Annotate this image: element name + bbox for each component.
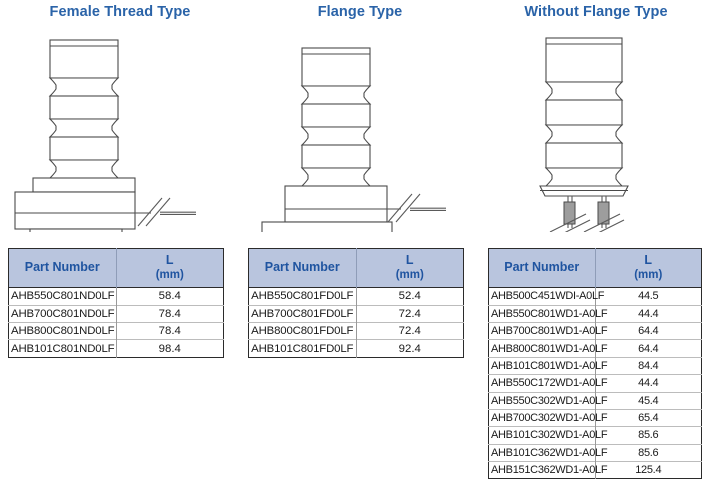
table-row: AHB800C801FD0LF 72.4 — [248, 322, 464, 340]
header-length: L (mm) — [356, 248, 464, 288]
table-row: AHB800C801WD1-A0LF 64.4 — [488, 339, 702, 358]
cell-length: 85.6 — [594, 426, 702, 445]
cell-length: 85.6 — [594, 443, 702, 462]
cell-part-number: AHB151C362WD1-A0LF — [488, 461, 608, 479]
cell-length: 52.4 — [355, 287, 464, 306]
header-length-main: L — [405, 253, 414, 267]
cell-length: 45.4 — [594, 391, 702, 410]
cell-length: 78.4 — [115, 304, 224, 323]
female-thread-type-diagram — [0, 32, 240, 237]
cell-part-number: AHB550C172WD1-A0LF — [488, 374, 608, 393]
cell-length: 58.4 — [115, 287, 224, 306]
table-row: AHB550C172WD1-A0LF 44.4 — [488, 374, 702, 393]
table-header-row: Part Number L (mm) — [248, 248, 464, 288]
table-row: AHB151C362WD1-A0LF 125.4 — [488, 461, 702, 479]
cell-length: 64.4 — [594, 339, 702, 358]
table-row: AHB101C362WD1-A0LF 85.6 — [488, 443, 702, 462]
table-row: AHB101C801WD1-A0LF 84.4 — [488, 356, 702, 375]
table-row: AHB101C302WD1-A0LF 85.6 — [488, 426, 702, 445]
table-row: AHB550C801FD0LF 52.4 — [249, 287, 464, 306]
header-length-main: L — [644, 253, 653, 267]
variant-column-flange: Flange Type — [240, 0, 480, 488]
table-row: AHB700C801ND0LF 78.4 — [8, 304, 224, 323]
cell-part-number: AHB700C801FD0LF — [248, 304, 356, 323]
spec-table-flange: Part Number L (mm) AHB550C801FD0LF 52.4 … — [248, 248, 464, 358]
header-part-number: Part Number — [488, 248, 596, 288]
cell-length: 125.4 — [594, 461, 702, 479]
table-row: AHB101C801ND0LF 98.4 — [8, 339, 224, 358]
without-flange-type-diagram — [480, 32, 712, 237]
cell-length: 72.4 — [355, 304, 464, 323]
cell-part-number: AHB550C801WD1-A0LF — [488, 304, 608, 323]
spec-table-without-flange: Part Number L (mm) AHB500C451WDI-A0LF 44… — [488, 248, 702, 480]
header-length-unit: (mm) — [634, 269, 663, 282]
cell-length: 98.4 — [115, 339, 224, 358]
table-row: AHB550C801WD1-A0LF 44.4 — [488, 304, 702, 323]
cell-part-number: AHB800C801FD0LF — [248, 322, 356, 340]
cell-part-number: AHB700C302WD1-A0LF — [488, 408, 608, 427]
table-row: AHB550C801ND0LF 58.4 — [9, 287, 224, 306]
variant-column-without-flange: Without Flange Type — [480, 0, 712, 488]
table-header-row: Part Number L (mm) — [8, 248, 224, 288]
cell-length: 65.4 — [594, 408, 702, 427]
cell-part-number: AHB500C451WDI-A0LF — [491, 290, 605, 303]
table-row: AHB550C302WD1-A0LF 45.4 — [488, 391, 702, 410]
cell-part-number: AHB550C801ND0LF — [11, 290, 115, 303]
cell-part-number: AHB101C302WD1-A0LF — [488, 426, 608, 445]
cell-length: 64.4 — [594, 322, 702, 340]
cell-part-number: AHB800C801WD1-A0LF — [488, 339, 608, 358]
cell-length: 72.4 — [355, 322, 464, 340]
cell-length: 84.4 — [594, 356, 702, 375]
header-part-number: Part Number — [248, 248, 357, 288]
table-row: AHB700C801FD0LF 72.4 — [248, 304, 464, 323]
cell-length: 44.5 — [594, 287, 702, 306]
header-length: L (mm) — [116, 248, 224, 288]
column-title-flange: Flange Type — [317, 4, 403, 20]
header-part-number: Part Number — [8, 248, 117, 288]
column-title-female-thread: Female Thread Type — [49, 4, 191, 20]
cell-length: 44.4 — [594, 374, 702, 393]
cell-part-number: AHB700C801WD1-A0LF — [488, 322, 608, 340]
cell-length: 44.4 — [594, 304, 702, 323]
header-length-unit: (mm) — [155, 269, 184, 282]
table-row: AHB500C451WDI-A0LF 44.5 — [489, 287, 702, 306]
variant-column-female-thread: Female Thread Type — [0, 0, 240, 488]
spec-table-female-thread: Part Number L (mm) AHB550C801ND0LF 58.4 … — [8, 248, 224, 358]
flange-type-diagram — [240, 32, 480, 237]
table-header-row: Part Number L (mm) — [488, 248, 702, 288]
cell-part-number: AHB101C801FD0LF — [248, 339, 356, 358]
header-length-main: L — [165, 253, 174, 267]
table-row: AHB800C801ND0LF 78.4 — [8, 322, 224, 340]
header-length: L (mm) — [595, 248, 702, 288]
table-row: AHB101C801FD0LF 92.4 — [248, 339, 464, 358]
cell-part-number: AHB800C801ND0LF — [8, 322, 116, 340]
cell-part-number: AHB101C362WD1-A0LF — [488, 443, 608, 462]
table-row: AHB700C801WD1-A0LF 64.4 — [488, 322, 702, 340]
header-length-unit: (mm) — [395, 269, 424, 282]
cell-part-number: AHB101C801ND0LF — [8, 339, 116, 358]
cell-length: 78.4 — [115, 322, 224, 340]
cell-length: 92.4 — [355, 339, 464, 358]
table-row: AHB700C302WD1-A0LF 65.4 — [488, 408, 702, 427]
cell-part-number: AHB550C302WD1-A0LF — [488, 391, 608, 410]
cell-part-number: AHB101C801WD1-A0LF — [488, 356, 608, 375]
cell-part-number: AHB550C801FD0LF — [251, 290, 354, 303]
cell-part-number: AHB700C801ND0LF — [8, 304, 116, 323]
column-title-without-flange: Without Flange Type — [524, 4, 668, 20]
